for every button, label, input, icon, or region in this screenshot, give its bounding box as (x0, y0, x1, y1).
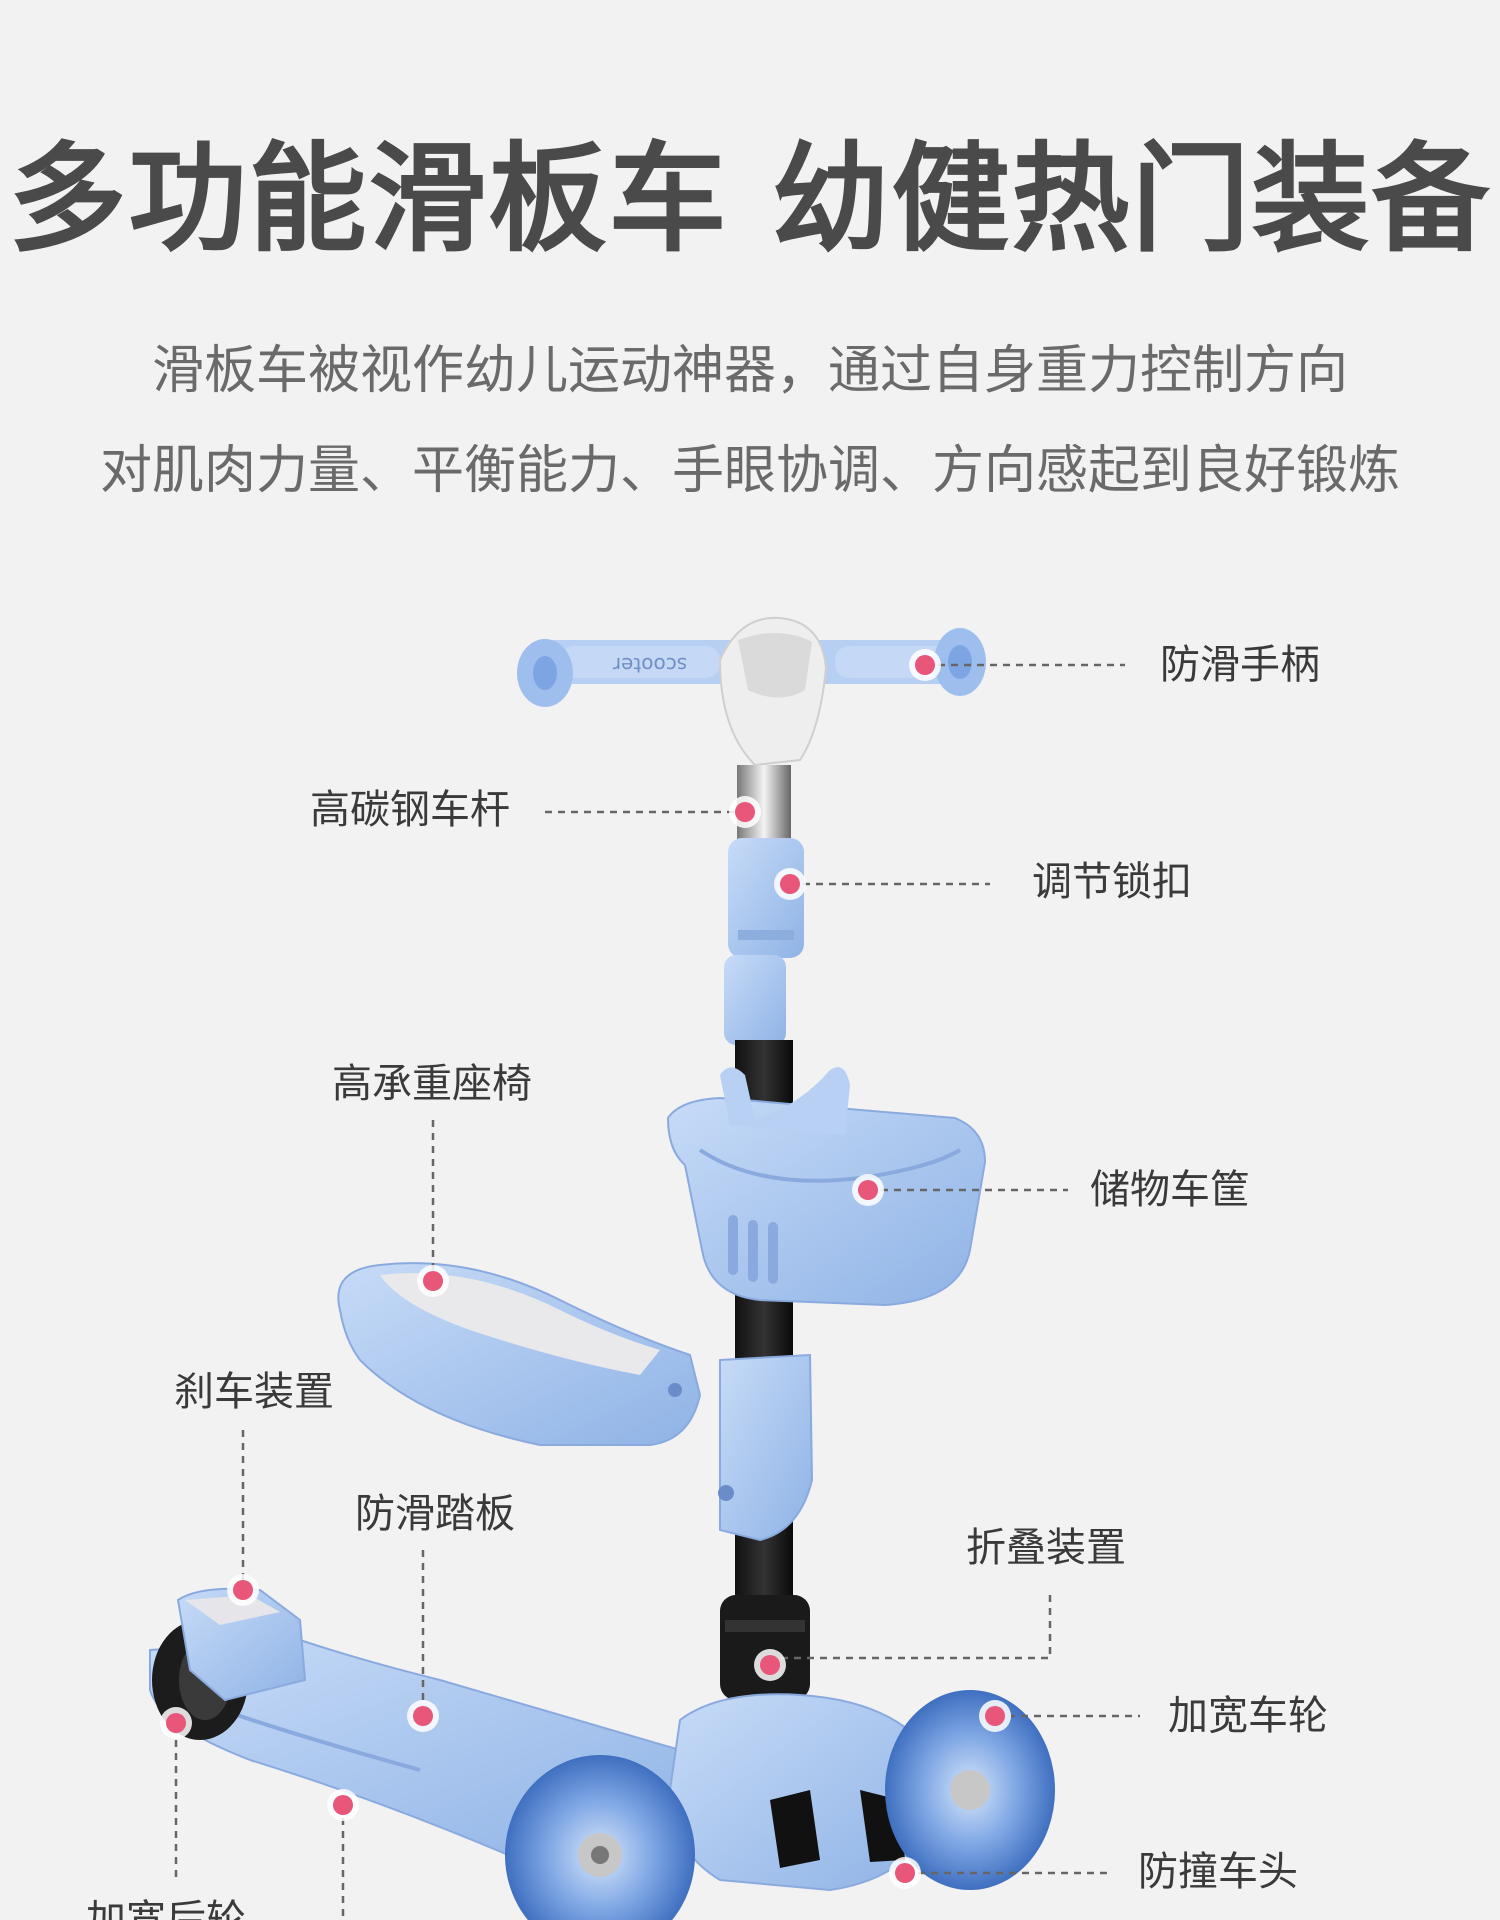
callout-lines (174, 663, 1140, 1920)
callout-brake: 刹车装置 (174, 1369, 334, 1415)
callout-folding-device: 折叠装置 (966, 1525, 1126, 1571)
callout-adjust-lock: 调节锁扣 (1032, 859, 1192, 905)
seat-support (668, 1353, 814, 1542)
callout-wide-rear-wheel: 加宽后轮 (86, 1897, 246, 1920)
front-wheel-right (885, 1690, 1055, 1890)
front-wheel-left (505, 1755, 695, 1920)
storage-basket (666, 1067, 987, 1307)
grip-brand-text: scooter (612, 653, 687, 677)
callout-anti-collision-head: 防撞车头 (1138, 1849, 1298, 1895)
subtitle-line-1: 滑板车被视作幼儿运动神器，通过自身重力控制方向 (151, 341, 1348, 401)
callout-storage-basket: 储物车筐 (1090, 1167, 1250, 1213)
callout-markers (160, 649, 1011, 1889)
callout-anti-slip-deck: 防滑踏板 (355, 1491, 515, 1537)
subtitle-line-2: 对肌肉力量、平衡能力、手眼协调、方向感起到良好锻炼 (99, 441, 1400, 501)
adjust-lock (724, 838, 804, 1045)
page-title: 多功能滑板车 幼健热门装备 (8, 130, 1492, 268)
front-head (668, 1693, 932, 1892)
callout-carbon-steel-pole: 高碳钢车杆 (310, 787, 510, 833)
folding-collar (720, 1595, 810, 1700)
seat (337, 1262, 702, 1446)
callout-load-bearing-seat: 高承重座椅 (332, 1061, 532, 1107)
stem-connector (718, 616, 828, 767)
callout-anti-slip-grip: 防滑手柄 (1160, 642, 1320, 688)
callout-wide-wheels: 加宽车轮 (1168, 1693, 1328, 1739)
